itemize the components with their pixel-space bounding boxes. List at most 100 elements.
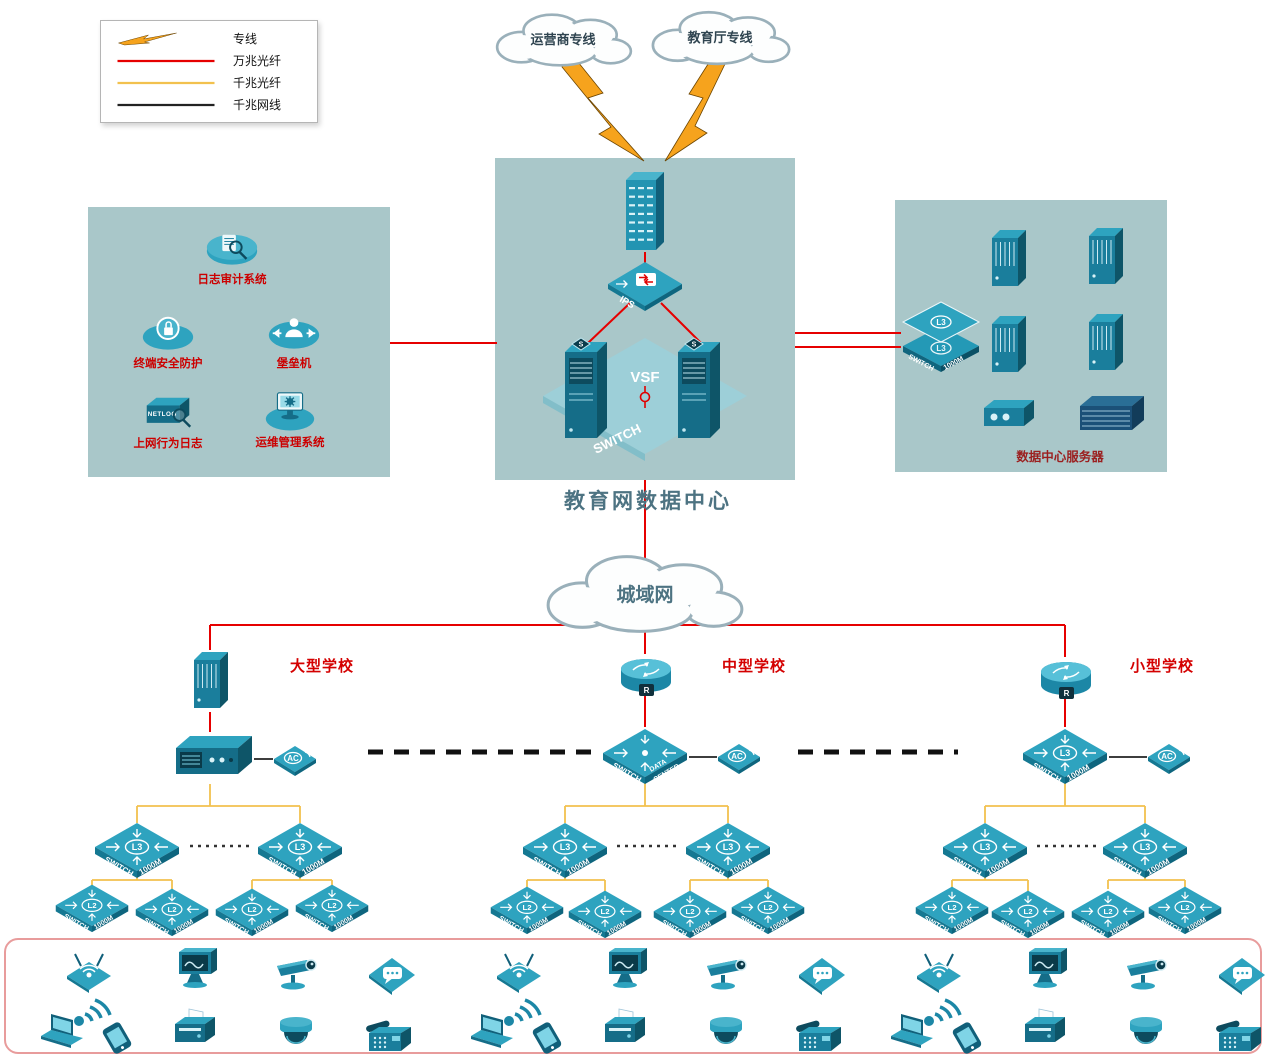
switch-icon: L2 SWITCH 1000M <box>55 884 129 933</box>
cloud-icon <box>546 555 744 633</box>
cloud-label: 城域网 <box>616 584 674 606</box>
desktop-monitor-icon <box>609 948 647 988</box>
smartphone-icon <box>532 1022 562 1054</box>
server-tower-icon: S <box>565 337 607 438</box>
svg-text:L2: L2 <box>763 903 773 912</box>
switch-icon: L2 SWITCH 1000M <box>653 890 727 939</box>
dc-storage-array <box>980 396 1038 430</box>
core-ips: IPS <box>606 260 684 312</box>
legend-label: 专线 <box>233 32 258 46</box>
svg-text:S: S <box>692 342 697 349</box>
yellow-line-icon <box>117 81 215 84</box>
svg-text:L3: L3 <box>295 842 306 852</box>
wireless-signal-icon <box>74 998 112 1026</box>
telephone-group-2 <box>793 1018 847 1058</box>
medium-school-core-switch: SWITCH DATA CENTER <box>601 726 689 788</box>
laptop-icon <box>471 1014 513 1048</box>
voice-terminal-icon <box>369 958 415 995</box>
wireless-ap-icon <box>67 953 111 993</box>
wireless-signal-group-2 <box>499 990 543 1030</box>
dc-server-3 <box>986 312 1032 374</box>
ac-controller-icon: AC <box>718 744 760 774</box>
svg-text:AC: AC <box>731 752 743 761</box>
switch-icon: L3 SWITCH 1000M <box>1023 729 1107 785</box>
svg-text:L2: L2 <box>1023 907 1033 916</box>
svg-text:L3: L3 <box>132 842 143 852</box>
printer-group-3 <box>1019 1008 1071 1050</box>
svg-text:R: R <box>1064 689 1070 698</box>
svg-text:L2: L2 <box>1180 903 1190 912</box>
switch-icon: L2 SWITCH 1000M <box>295 884 369 933</box>
wireless-ap-icon <box>497 953 541 993</box>
dc-switch-stack: L3 L3 SWITCH 1000M <box>901 298 981 374</box>
small-school-l2-switch-4: L2 SWITCH 1000M <box>1147 884 1223 938</box>
large-school-l3-switch-1: L3 SWITCH 1000M <box>93 820 181 882</box>
svg-text:L2: L2 <box>685 907 695 916</box>
svg-text:L3: L3 <box>936 318 946 327</box>
datacenter-title: 教育网数据中心 <box>564 489 732 513</box>
printer-icon <box>605 1008 645 1042</box>
netlog-icon: NETLOG <box>146 397 192 428</box>
switch-icon: L2 SWITCH 1000M <box>915 886 989 935</box>
large-school-gateway-server <box>188 648 234 710</box>
dc-server-4 <box>1083 310 1129 372</box>
terminal-security-icon <box>142 316 194 350</box>
wire-r <box>660 302 702 344</box>
router-icon: R <box>1041 662 1091 699</box>
security-system-netlog: NETLOG 上网行为日志 <box>112 390 224 451</box>
core-server-right: S <box>670 336 728 442</box>
wireless-ap-icon <box>917 953 961 993</box>
wireless-signal-icon <box>504 998 542 1026</box>
security-system-log-audit: 日志审计系统 <box>176 226 288 287</box>
large-school-firewall <box>168 730 254 786</box>
small-school-l2-switch-2: L2 SWITCH 1000M <box>990 888 1066 942</box>
medium-school-l2-switch-2: L2 SWITCH 1000M <box>567 888 643 942</box>
telephone-group-3 <box>1213 1018 1265 1058</box>
school-label-medium: 中型学校 <box>722 659 787 675</box>
cloud-label: 教育厅专线 <box>687 29 753 45</box>
netlog-badge: NETLOG <box>148 411 177 418</box>
large-school-l2-switch-2: L2 SWITCH 1000M <box>134 886 210 940</box>
switch-stack-icon: L3 L3 SWITCH 1000M <box>901 301 981 373</box>
smartphone-group-2 <box>525 1020 569 1056</box>
printer-icon <box>1025 1008 1065 1042</box>
security-system-label: 运维管理系统 <box>255 437 325 450</box>
voice-terminal-icon <box>799 958 845 995</box>
medium-school-l2-switch-3: L2 SWITCH 1000M <box>652 888 728 942</box>
svg-text:L3: L3 <box>936 344 946 353</box>
cloud-edu-line: 教育厅专线 <box>642 4 798 68</box>
telephone-icon <box>796 1020 841 1051</box>
blade-chassis-icon <box>1080 396 1144 430</box>
svg-text:L2: L2 <box>87 901 97 910</box>
laptop-icon <box>41 1014 83 1048</box>
switch-icon: L2 SWITCH 1000M <box>731 886 805 935</box>
svg-text:AC: AC <box>287 754 299 763</box>
legend: 专线 万兆光纤 千兆光纤 千兆网线 <box>100 20 318 123</box>
switch-icon: L2 SWITCH 1000M <box>1071 890 1145 939</box>
laptop-icon <box>891 1014 933 1048</box>
legend-label: 千兆网线 <box>233 98 282 112</box>
datacenter-servers-label: 数据中心服务器 <box>1016 450 1104 464</box>
security-system-bastion-host: 堡垒机 <box>238 310 350 371</box>
ptz-camera-icon <box>1127 959 1167 990</box>
ip-camera-group-3 <box>1121 952 1175 994</box>
legend-item-1g-fiber: 千兆光纤 <box>111 74 307 91</box>
telephone-icon <box>366 1020 411 1051</box>
cloud-label: 运营商专线 <box>530 31 596 47</box>
wireless-ap-group-3 <box>913 950 965 994</box>
dome-camera-group-3 <box>1123 1012 1169 1054</box>
small-school-core-switch: L3 SWITCH 1000M <box>1021 726 1109 788</box>
switch-icon: L2 SWITCH 1000M <box>991 890 1065 939</box>
large-school-l3-switch-2: L3 SWITCH 1000M <box>256 820 344 882</box>
telephone-group-1 <box>363 1018 417 1058</box>
router-icon: R <box>621 659 671 696</box>
server-icon <box>1089 314 1123 370</box>
cloud-isp-line: 运营商专线 <box>487 6 639 70</box>
small-school-router: R <box>1037 655 1095 701</box>
smartphone-icon <box>952 1022 982 1054</box>
medium-school-l3-switch-2: L3 SWITCH 1000M <box>684 820 772 882</box>
ac-controller-icon: AC <box>274 746 316 776</box>
printer-icon <box>175 1008 215 1042</box>
switch-icon: L3 SWITCH 1000M <box>95 823 179 879</box>
small-school-l3-switch-1: L3 SWITCH 1000M <box>941 820 1029 882</box>
